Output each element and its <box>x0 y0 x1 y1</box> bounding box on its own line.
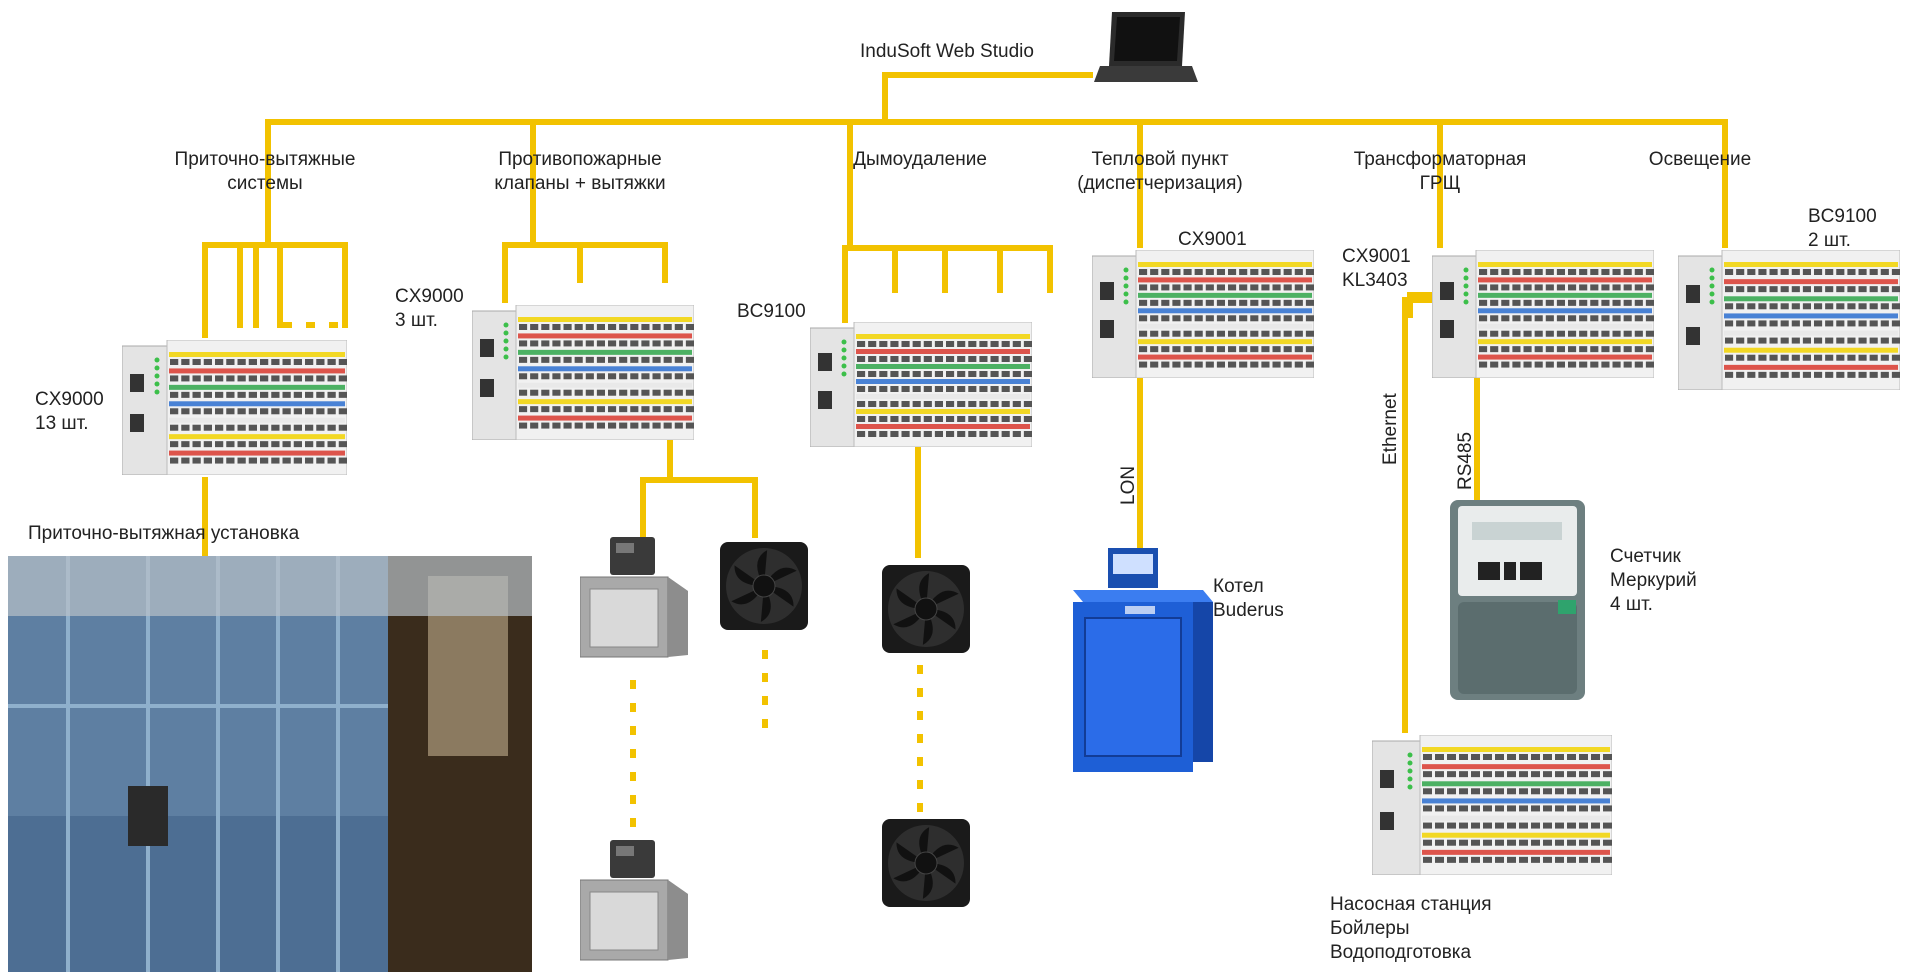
group-label-lighting: Освещение <box>1648 149 1752 170</box>
plc-cx9000-fire <box>471 304 695 441</box>
plc-cx9001-transformer <box>1431 249 1655 379</box>
plc-pump-station <box>1371 734 1613 876</box>
fan-smoke-2 <box>880 817 972 909</box>
bus-label-rs485: RS485 <box>1455 431 1476 490</box>
fire-damper-2 <box>579 840 690 965</box>
bus-label-ethernet: Ethernet <box>1380 393 1401 465</box>
boiler-buderus <box>1053 548 1213 778</box>
fire-damper-1 <box>579 537 690 662</box>
scada-title: InduSoft Web Studio <box>860 41 1034 62</box>
plc-bc9100-lighting <box>1677 249 1901 391</box>
plc-bc9100-smoke <box>809 321 1033 448</box>
fan-smoke-1 <box>880 563 972 655</box>
energy-meter <box>1450 500 1585 700</box>
photo-caption: Приточно-вытяжная установка <box>28 523 300 544</box>
fan-fire-exhaust <box>718 540 810 632</box>
plc-cx9000-ventilation <box>121 339 348 476</box>
group-label-heat-point: Тепловой пункт(диспетчеризация) <box>1077 149 1243 194</box>
ventilation-unit-photo <box>8 556 532 972</box>
laptop-icon <box>1090 8 1200 86</box>
device-label-g3: BC9100 <box>737 301 806 322</box>
plc-cx9001-heat <box>1091 249 1315 379</box>
group-label-smoke: Дымоудаление <box>853 149 987 170</box>
bus-label-lon: LON <box>1118 465 1139 505</box>
device-label-g4: CX9001 <box>1178 229 1247 250</box>
